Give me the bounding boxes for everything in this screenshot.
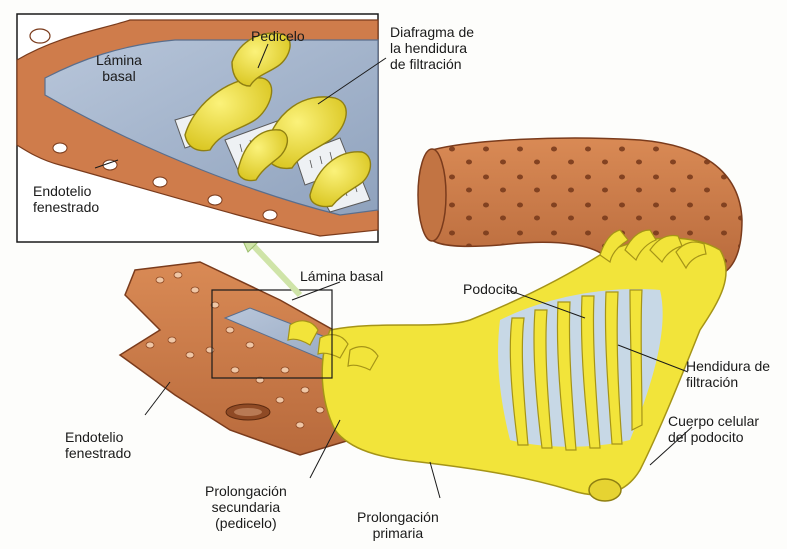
label-podocyte: Podocito bbox=[463, 281, 517, 297]
label-inset-slit-diaphragm: Diafragma de la hendidura de filtración bbox=[390, 24, 474, 72]
label-basal-lamina: Lámina basal bbox=[300, 268, 383, 284]
label-inset-pedicel: Pedicelo bbox=[251, 28, 305, 44]
label-podocyte-cell-body: Cuerpo celular del podocito bbox=[668, 413, 759, 445]
label-secondary-process: Prolongación secundaria (pedicelo) bbox=[205, 483, 287, 531]
label-endothelium: Endotelio fenestrado bbox=[65, 429, 131, 461]
label-filtration-slit: Hendidura de filtración bbox=[686, 358, 770, 390]
label-inset-endothelium: Endotelio fenestrado bbox=[33, 183, 99, 215]
label-inset-basal-lamina: Lámina basal bbox=[96, 52, 142, 84]
label-primary-process: Prolongación primaria bbox=[357, 509, 439, 541]
